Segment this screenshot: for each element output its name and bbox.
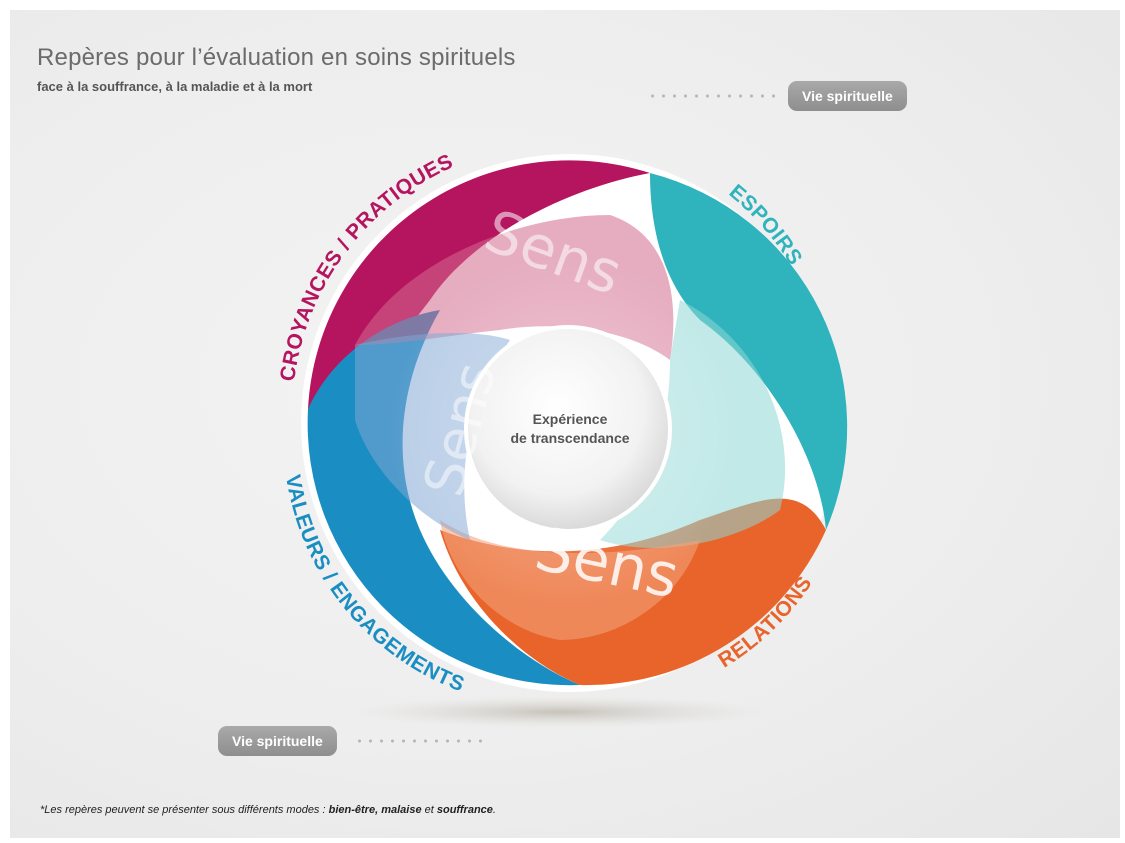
footnote-prefix: *Les repères peuvent se présenter sous d…: [40, 804, 329, 816]
segment-espoirs: [650, 173, 848, 530]
vie-spirituelle-badge-bottom: Vie spirituelle: [218, 726, 337, 756]
vie-spirituelle-badge-top: Vie spirituelle: [788, 81, 907, 111]
center-circle: [464, 325, 672, 533]
center-label-line1: Expérience: [533, 411, 608, 427]
wheel-shadow: [350, 696, 770, 728]
footnote-mode-bien-etre: bien-être: [328, 804, 376, 816]
footnote: *Les repères peuvent se présenter sous d…: [40, 804, 496, 816]
footnote-mode-souffrance: souffrance: [436, 804, 493, 816]
page-title: Repères pour l’évaluation en soins spiri…: [37, 44, 516, 71]
dotted-connector-bottom: [354, 739, 490, 743]
footnote-joiner: et: [421, 804, 437, 816]
footnote-separator: ,: [375, 804, 382, 816]
center-label-line2: de transcendance: [510, 430, 629, 446]
page-subtitle: face à la souffrance, à la maladie et à …: [37, 79, 313, 94]
footnote-suffix: .: [492, 804, 496, 816]
footnote-mode-malaise: malaise: [381, 804, 422, 816]
dotted-connector-top: [647, 94, 781, 98]
